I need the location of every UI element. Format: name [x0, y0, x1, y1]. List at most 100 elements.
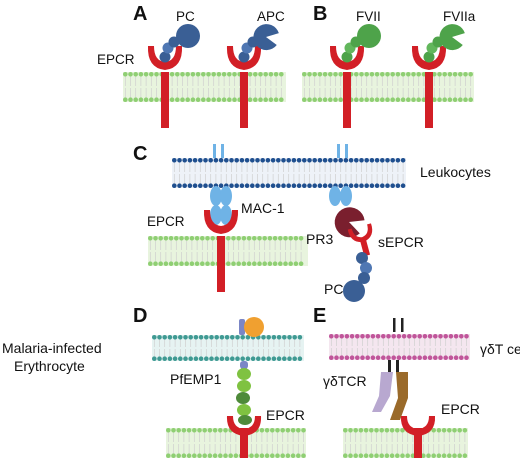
leukocyte-surface-receptors [213, 144, 348, 158]
lipid-head [458, 72, 463, 77]
lipid-head [231, 261, 236, 267]
lipid-head [452, 453, 457, 458]
lipid-head [381, 334, 386, 339]
fvii-label: FVII [356, 9, 381, 24]
lipid-head [167, 356, 173, 362]
epcr-receptor-c [203, 210, 239, 292]
lipid-head [359, 97, 364, 102]
lipid-head [259, 428, 265, 433]
panel-b: B FVII FVIIa [302, 3, 476, 128]
lipid-head [252, 261, 257, 267]
lipid-head [189, 236, 195, 241]
lipid-head [338, 72, 344, 77]
lipid-head [389, 428, 395, 433]
lipid-head [281, 158, 286, 163]
lipid-head [322, 72, 328, 77]
lipid-head [353, 453, 358, 458]
lipid-head [189, 261, 195, 267]
lipid-head [370, 355, 376, 361]
lipid-head [266, 356, 272, 362]
lipid-head [187, 158, 193, 163]
lipid-head [441, 453, 447, 458]
lipid-head [163, 236, 169, 241]
lipid-head [390, 72, 396, 77]
lipid-head [271, 335, 277, 340]
lipid-head [273, 97, 279, 102]
epcr-receptor-a-right [226, 46, 262, 128]
epcr-receptor-a-left [147, 46, 183, 128]
lipid-head [442, 72, 448, 77]
epcr-label-a: EPCR [97, 52, 135, 67]
lipid-head [241, 236, 247, 241]
lipid-head [464, 334, 469, 339]
lipid-head [262, 236, 268, 241]
lipid-head [301, 453, 306, 458]
lipid-head [328, 97, 333, 102]
lipid-head [369, 72, 375, 77]
lipid-head [293, 261, 299, 267]
lipid-head [287, 335, 292, 340]
lipid-head [166, 453, 171, 458]
lipid-head [364, 97, 370, 102]
lipid-head [312, 183, 318, 188]
lipid-head [298, 236, 304, 241]
lipid-head [431, 453, 436, 458]
lipid-head [171, 453, 176, 458]
lipid-head [442, 97, 448, 102]
lipid-head [211, 72, 216, 77]
lipid-head [464, 355, 469, 361]
panel-letter-b: B [313, 3, 327, 25]
lipid-head [227, 97, 232, 102]
lipid-head [301, 428, 306, 433]
lipid-head [447, 428, 452, 433]
lipid-head [462, 453, 468, 458]
lipid-head [354, 183, 359, 188]
lipid-head [380, 158, 385, 163]
lipid-head [416, 97, 422, 102]
lipid-head [203, 183, 208, 188]
lipid-head [261, 356, 266, 362]
lipid-head [438, 334, 443, 339]
lipid-head [360, 355, 365, 361]
lipid-head [192, 183, 198, 188]
lipid-head [223, 428, 228, 433]
lipid-head [179, 261, 184, 267]
lipid-head [427, 334, 433, 339]
lipid-head [133, 72, 138, 77]
lipid-head [374, 453, 379, 458]
lipid-head [302, 97, 307, 102]
lipid-head [448, 355, 454, 361]
lipid-head [172, 335, 178, 340]
lipid-head [400, 97, 406, 102]
lipid-head [166, 428, 171, 433]
lipid-head [180, 72, 185, 77]
lipid-head [148, 261, 153, 267]
lipid-head [452, 72, 458, 77]
lipid-head [447, 97, 453, 102]
lipid-head [211, 97, 216, 102]
panel-d: D Malaria-infected Erythrocyte PfEMP1 [2, 305, 306, 458]
lipid-head [317, 158, 323, 163]
lipid-head [389, 453, 395, 458]
pr3-label: PR3 [306, 231, 333, 247]
lipid-head [246, 236, 252, 241]
lipid-head [193, 356, 199, 362]
lipid-head [152, 335, 157, 340]
lipid-head [235, 356, 240, 362]
lipid-head [348, 158, 354, 163]
lipid-head [257, 236, 262, 241]
lipid-head [407, 334, 412, 339]
lipid-head [296, 158, 302, 163]
lipid-head [355, 334, 360, 339]
lipid-head [175, 72, 180, 77]
lipid-head [240, 335, 245, 340]
lipid-head [365, 355, 371, 361]
lipid-head [422, 334, 428, 339]
lipid-head [359, 183, 364, 188]
membrane-panel-a [123, 72, 286, 102]
lipid-head [452, 428, 457, 433]
lipid-head [201, 97, 206, 102]
lipid-head [123, 72, 128, 77]
lipid-head [349, 334, 355, 339]
lipid-head [253, 97, 258, 102]
